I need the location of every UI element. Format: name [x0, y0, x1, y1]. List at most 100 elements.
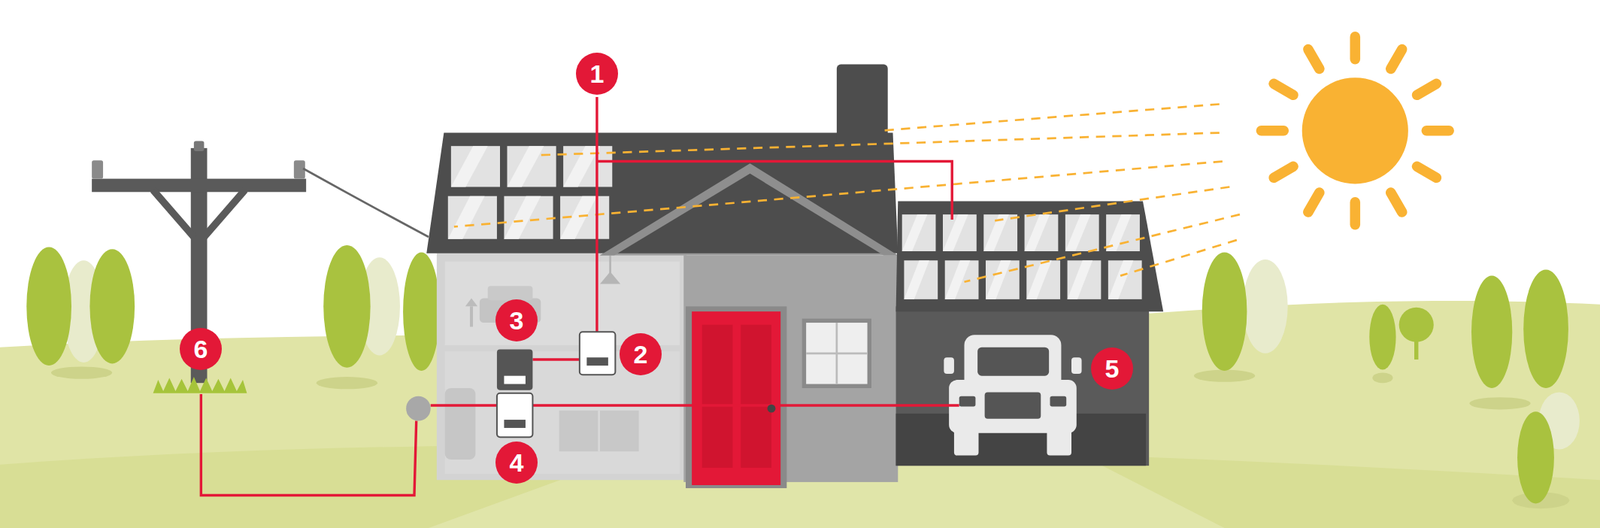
- sun-ray: [1308, 192, 1320, 213]
- car-symbol: [948, 379, 1077, 434]
- sun-ray: [1390, 192, 1403, 213]
- wiring: [200, 393, 416, 495]
- house: [600, 163, 898, 255]
- solar-panel: [1067, 260, 1102, 300]
- house: [740, 324, 772, 468]
- equipment: [503, 375, 526, 385]
- trees: [51, 366, 113, 379]
- garage: [896, 200, 1164, 312]
- solar-panel: [902, 214, 928, 252]
- solar-panel: [985, 260, 1020, 300]
- sun-ray: [1417, 166, 1437, 178]
- callout-number: 5: [1090, 347, 1134, 390]
- sun-rays: [536, 133, 1220, 156]
- callout-number: 2: [619, 333, 662, 376]
- house: [685, 306, 787, 488]
- car-symbol: [1071, 357, 1082, 374]
- sun-ray: [1417, 83, 1437, 95]
- sun-rays: [879, 103, 1220, 131]
- house: [465, 297, 478, 307]
- trees: [1399, 307, 1434, 343]
- solar-panel: [1065, 214, 1100, 252]
- callout-number: 4: [495, 441, 538, 484]
- wiring: [430, 403, 497, 407]
- trees: [1202, 251, 1248, 371]
- solar-panel: [563, 145, 600, 187]
- solar-panel: [563, 145, 613, 187]
- sun-ray: [1273, 166, 1294, 178]
- house: [487, 285, 534, 300]
- trees: [1414, 336, 1419, 360]
- solar-panel: [1108, 260, 1143, 300]
- wiring: [596, 161, 952, 220]
- sun-rays: [1120, 239, 1237, 276]
- house: [445, 261, 680, 346]
- utility-pole: [91, 140, 429, 393]
- solar-panel: [448, 196, 485, 240]
- solar-panel: [503, 196, 553, 240]
- trees: [1517, 411, 1555, 504]
- solar-panel: [563, 145, 613, 187]
- solar-panel: [1108, 260, 1134, 300]
- wiring: [532, 357, 579, 361]
- equipment: [767, 404, 776, 413]
- solar-panel: [1065, 214, 1100, 252]
- trees: [26, 247, 72, 367]
- equipment: [503, 419, 526, 428]
- solar-panel: [985, 260, 1012, 300]
- equipment: [496, 348, 534, 390]
- house: [597, 410, 600, 452]
- car-symbol: [977, 347, 1049, 376]
- trees: [1242, 259, 1288, 354]
- house: [806, 322, 867, 384]
- equipment: [579, 331, 616, 375]
- utility-pole: [91, 160, 104, 179]
- solar-panel: [985, 260, 1020, 300]
- solar-panel: [507, 145, 557, 187]
- house: [802, 318, 872, 388]
- house: [559, 410, 640, 452]
- car-symbol: [943, 334, 1082, 455]
- solar-panel: [942, 214, 969, 252]
- solar-panel: [503, 196, 553, 240]
- equipment: [406, 331, 776, 437]
- solar-panel: [902, 214, 937, 252]
- equipment: [406, 396, 431, 422]
- trees: [26, 245, 1580, 509]
- solar-panel: [945, 260, 971, 300]
- trees: [1471, 275, 1513, 388]
- garage: [896, 200, 1164, 466]
- solar-panel: [1024, 214, 1059, 252]
- solar-panel: [1108, 260, 1143, 300]
- solar-panel: [902, 214, 937, 252]
- trees: [316, 376, 378, 389]
- solar-panel: [1067, 260, 1094, 300]
- trees: [1469, 396, 1531, 410]
- sun: [1302, 77, 1409, 184]
- solar-panel: [1067, 260, 1102, 300]
- sun-ray: [1308, 49, 1320, 70]
- equipment: [586, 357, 609, 366]
- wiring: [595, 96, 598, 332]
- car-symbol: [984, 391, 1042, 419]
- solar-panel: [451, 145, 500, 187]
- trees: [323, 245, 370, 368]
- wiring: [532, 403, 959, 407]
- solar-panel: [1024, 214, 1059, 252]
- house: [609, 254, 612, 273]
- house: [436, 253, 688, 480]
- wiring: [200, 96, 959, 496]
- sun: [1260, 36, 1449, 225]
- trees: [1523, 269, 1569, 388]
- solar-panel: [451, 145, 488, 187]
- car-symbol: [959, 396, 976, 407]
- solar-panel: [1065, 214, 1091, 252]
- solar-panel: [448, 196, 497, 240]
- solar-panel: [503, 196, 541, 240]
- trees: [1369, 304, 1396, 370]
- solar-panels: [448, 145, 1143, 300]
- equipment: [496, 393, 534, 437]
